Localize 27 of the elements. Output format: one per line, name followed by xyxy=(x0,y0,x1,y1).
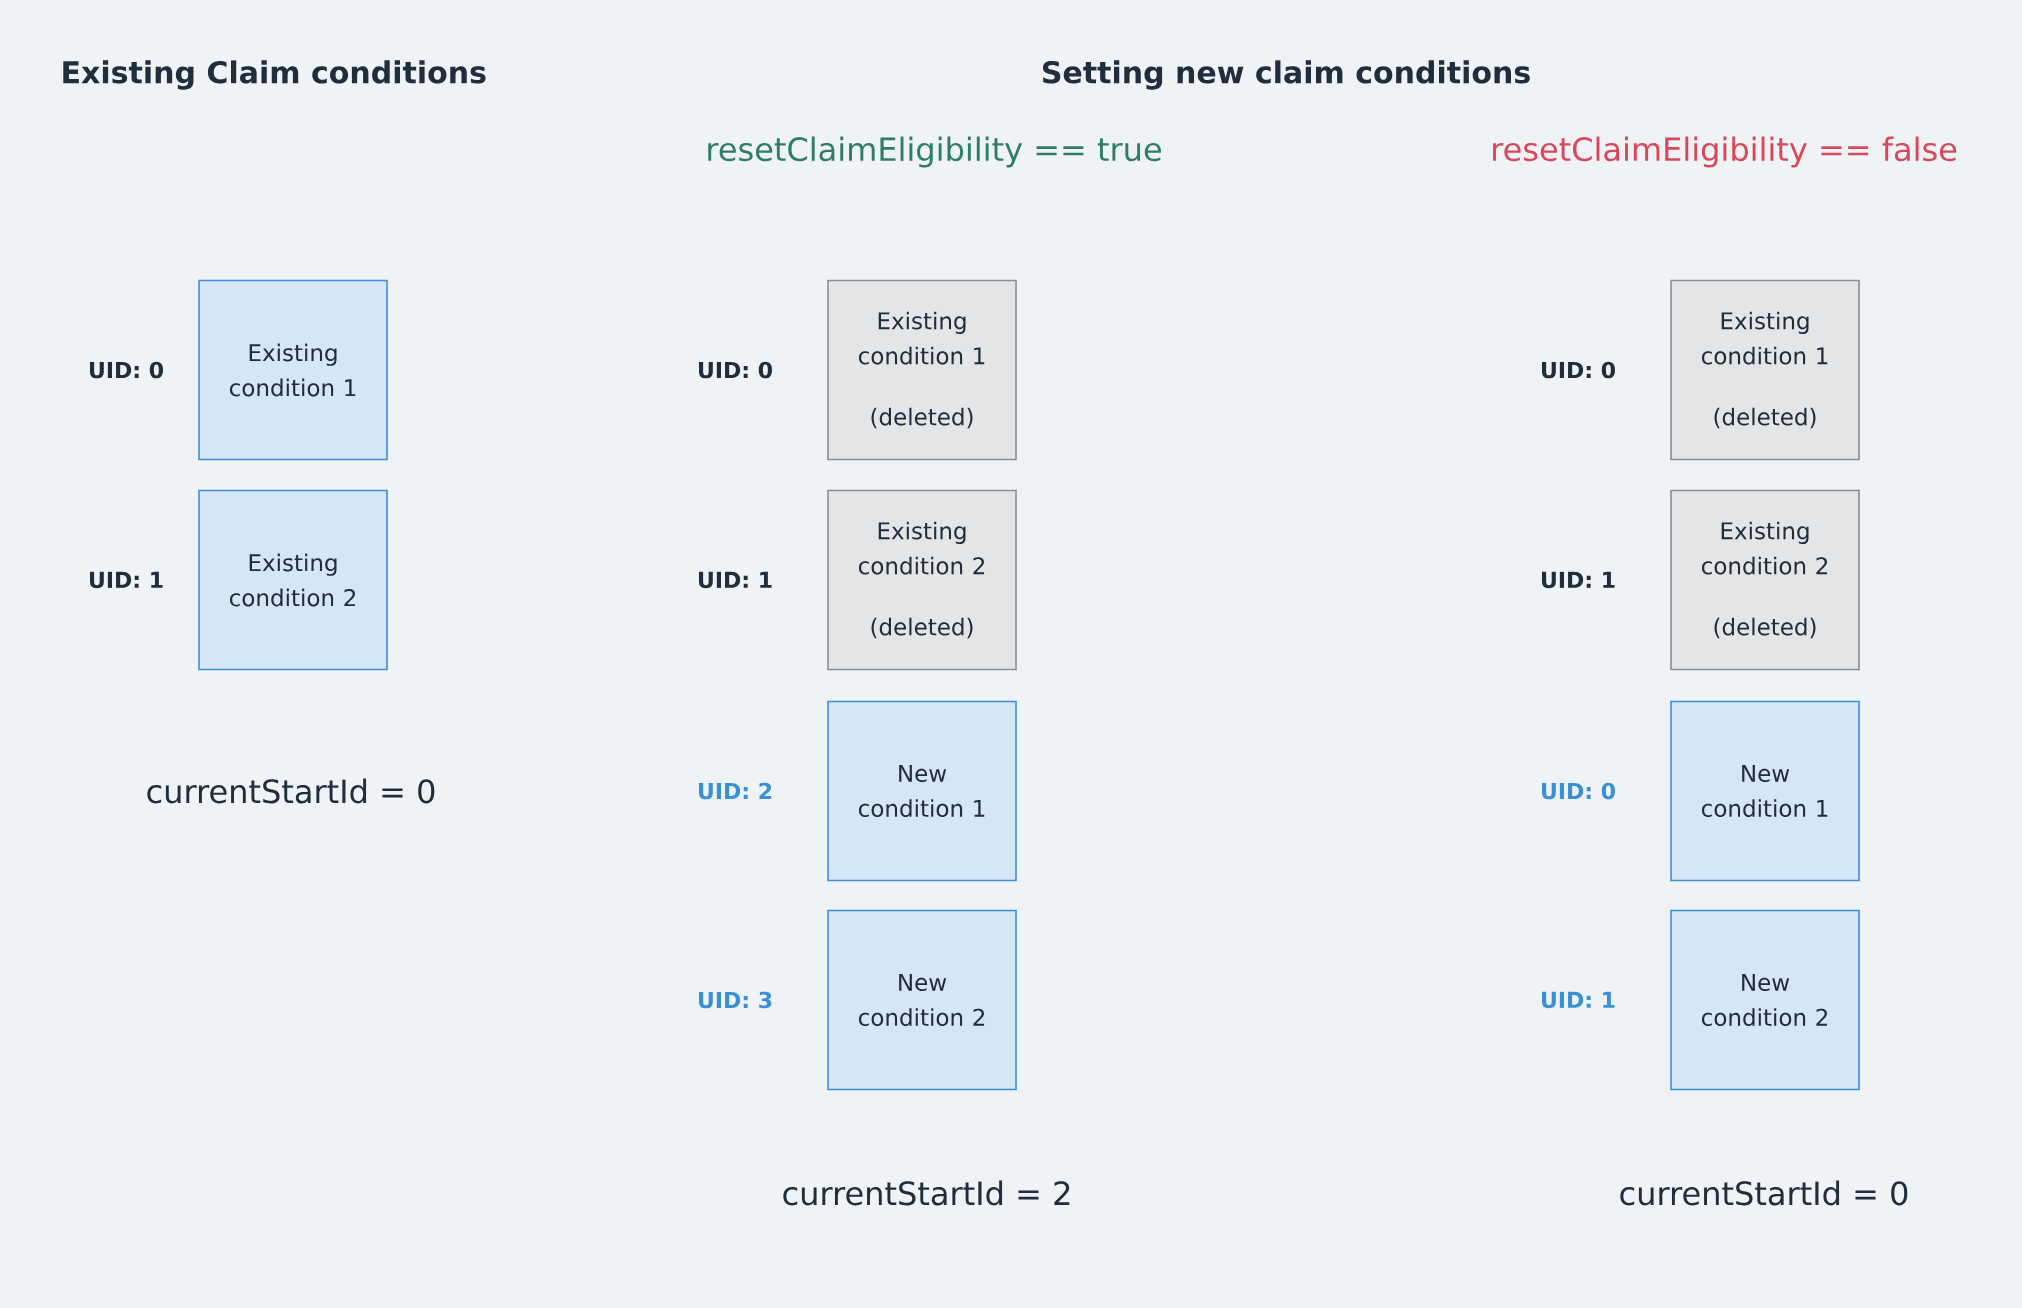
condition-box: Existing condition 1 (deleted) xyxy=(827,279,1017,461)
uid-label: UID: 1 xyxy=(90,571,163,589)
uid-label: UID: 0 xyxy=(90,361,163,379)
start-id-label: currentStartId = 0 xyxy=(1620,1180,1908,1206)
condition-box: New condition 1 xyxy=(827,700,1017,882)
heading: Existing Claim conditions xyxy=(63,60,486,90)
uid-label: UID: 1 xyxy=(1542,991,1615,1009)
condition-box: Existing condition 1 xyxy=(198,279,388,461)
condition-box: New condition 2 xyxy=(1670,909,1860,1091)
condition-box: New condition 1 xyxy=(1670,700,1860,882)
condition-label: resetClaimEligibility == true xyxy=(708,136,1161,168)
uid-label: UID: 0 xyxy=(1542,361,1615,379)
uid-label: UID: 1 xyxy=(699,571,772,589)
start-id-label: currentStartId = 2 xyxy=(783,1180,1070,1206)
uid-label: UID: 0 xyxy=(1542,782,1615,800)
uid-label: UID: 1 xyxy=(1542,571,1615,589)
condition-box: Existing condition 2 (deleted) xyxy=(1670,489,1860,671)
condition-label: resetClaimEligibility == false xyxy=(1493,136,1957,168)
condition-box: Existing condition 1 (deleted) xyxy=(1670,279,1860,461)
start-id-label: currentStartId = 0 xyxy=(147,778,435,804)
condition-box: Existing condition 2 xyxy=(198,489,388,671)
uid-label: UID: 2 xyxy=(699,782,772,800)
condition-box: New condition 2 xyxy=(827,909,1017,1091)
uid-label: UID: 0 xyxy=(699,361,772,379)
heading: Setting new claim conditions xyxy=(1043,60,1530,90)
condition-box: Existing condition 2 (deleted) xyxy=(827,489,1017,671)
uid-label: UID: 3 xyxy=(699,991,772,1009)
